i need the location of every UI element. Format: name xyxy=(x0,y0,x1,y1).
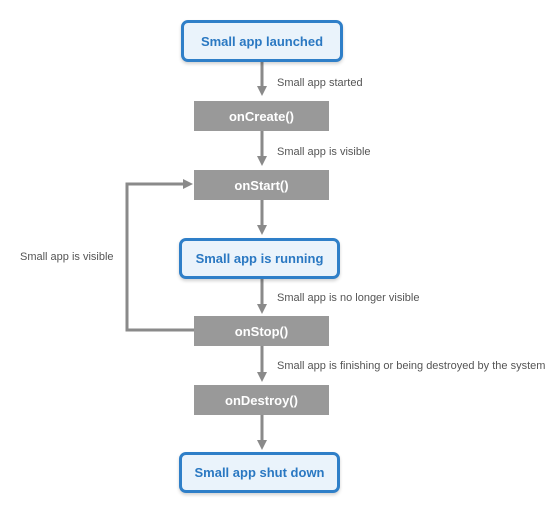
node-small-app-shut-down: Small app shut down xyxy=(179,452,340,493)
node-small-app-running: Small app is running xyxy=(179,238,340,279)
node-onstart: onStart() xyxy=(194,170,329,200)
edge-label-started: Small app started xyxy=(277,77,363,89)
arrow-onstop-loop-to-onstart xyxy=(125,179,195,332)
node-oncreate: onCreate() xyxy=(194,101,329,131)
node-small-app-launched: Small app launched xyxy=(181,20,343,62)
edge-label-visible-after-create: Small app is visible xyxy=(277,146,371,158)
edge-label-no-longer-visible: Small app is no longer visible xyxy=(277,292,420,304)
node-onstop: onStop() xyxy=(194,316,329,346)
node-ondestroy: onDestroy() xyxy=(194,385,329,415)
edge-label-finishing: Small app is finishing or being destroye… xyxy=(277,360,546,372)
edge-label-visible-loop: Small app is visible xyxy=(20,251,114,263)
